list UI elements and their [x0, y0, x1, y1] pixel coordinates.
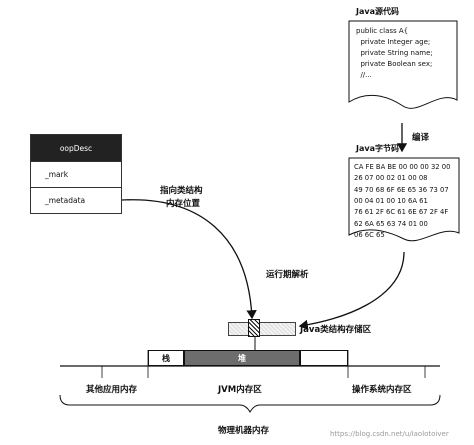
- source-line: private Boolean sex;: [356, 60, 433, 68]
- pointer-arrow: [121, 199, 257, 320]
- physical-memory-label: 物理机器内存: [218, 426, 270, 436]
- oopdesc-header: oopDesc: [31, 135, 121, 161]
- class-area-box: [228, 322, 296, 336]
- document-shape: [348, 157, 460, 242]
- pointer-label-line2: 内存位置: [166, 199, 201, 209]
- bytecode-line: 76 61 2F 6C 61 6E 67 2F 4F: [354, 208, 449, 217]
- os-memory-label: 操作系统内存区: [352, 385, 412, 395]
- watermark: https://blog.csdn.net/u/iaolotoiver: [330, 430, 449, 438]
- java-source-document: public class A{ private Integer age; pri…: [348, 20, 458, 118]
- document-shape: [348, 20, 458, 109]
- oopdesc-box: oopDesc _mark _metadata: [30, 134, 122, 214]
- other-apps-memory-label: 其他应用内存: [86, 385, 138, 395]
- class-pointer-marker: [248, 319, 260, 337]
- oopdesc-mark: _mark: [31, 161, 121, 187]
- oopdesc-metadata: _metadata: [31, 187, 121, 213]
- class-area-label: Java类结构存储区: [300, 325, 372, 335]
- heap-segment: 堆: [184, 350, 300, 366]
- runtime-parse-label: 运行期解析: [266, 270, 309, 280]
- java-bytecode-document: CA FE BA BE 00 00 00 32 00 26 07 00 02 01…: [348, 157, 460, 249]
- bytecode-line: 06 6C 65: [354, 230, 385, 239]
- bytecode-line: 26 07 00 02 01 00 08: [354, 174, 428, 183]
- bytecode-line: 00 04 01 00 10 6A 61: [354, 196, 428, 205]
- stack-segment: 栈: [148, 350, 184, 366]
- bytecode-line: 49 70 68 6F 6E 65 36 73 07: [354, 185, 449, 194]
- java-bytecode-title: Java字节码: [356, 144, 399, 153]
- jvm-other-segment: [300, 350, 348, 366]
- bytecode-line: 62 6A 65 63 74 01 00: [354, 219, 428, 228]
- source-line: private String name;: [356, 49, 433, 57]
- pointer-label-line1: 指向类结构: [160, 186, 203, 196]
- java-source-code: public class A{ private Integer age; pri…: [356, 26, 433, 81]
- runtime-parse-arrow: [298, 251, 405, 330]
- jvm-memory-label: JVM内存区: [218, 385, 262, 395]
- compile-label: 编译: [412, 133, 430, 143]
- bytecode-line: CA FE BA BE 00 00 00 32 00: [354, 163, 451, 171]
- source-line: //...: [356, 71, 372, 79]
- java-source-title: Java源代码: [356, 7, 399, 16]
- source-line: private Integer age;: [356, 38, 431, 46]
- source-line: public class A{: [356, 27, 409, 35]
